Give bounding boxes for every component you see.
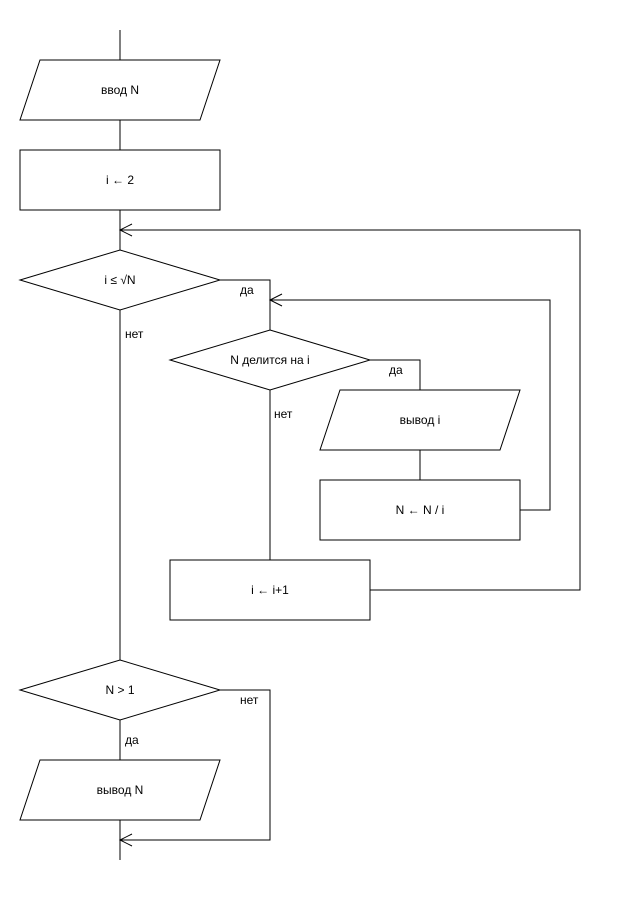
arrowhead-n-gt-1-no bbox=[118, 833, 133, 847]
divide-n-label: N ← N / i bbox=[396, 503, 445, 517]
arrowhead-increment-loop-back bbox=[118, 223, 133, 237]
connector-divide-loop-back bbox=[270, 299, 551, 511]
input-n-block bbox=[19, 59, 221, 121]
connector-loop-yes bbox=[220, 279, 271, 330]
n-gt-1-condition-block bbox=[18, 659, 222, 721]
loop-yes-label: да bbox=[240, 283, 254, 297]
output-i-label: вывод i bbox=[400, 413, 441, 427]
input-n-label: ввод N bbox=[101, 83, 139, 97]
output-n-block bbox=[19, 759, 221, 821]
divides-no-label: нет bbox=[274, 407, 293, 421]
n-gt-1-condition-label: N > 1 bbox=[105, 683, 134, 697]
connector-divides-yes bbox=[370, 359, 421, 390]
init-i-label: i ← 2 bbox=[106, 173, 134, 187]
increment-i-block bbox=[169, 559, 371, 621]
loop-condition-label: i ≤ √N bbox=[104, 273, 135, 287]
divides-yes-label: да bbox=[389, 363, 403, 377]
arrowhead-divide-loop-back bbox=[268, 293, 283, 307]
divides-condition-block bbox=[168, 329, 372, 391]
n-gt-1-yes-label: да bbox=[125, 733, 139, 747]
increment-i-label: i ← i+1 bbox=[251, 583, 289, 597]
loop-condition-block bbox=[18, 249, 222, 311]
init-i-block bbox=[19, 149, 221, 211]
loop-no-label: нет bbox=[125, 327, 144, 341]
output-i-block bbox=[319, 389, 521, 451]
n-gt-1-no-label: нет bbox=[240, 693, 259, 707]
divide-n-block bbox=[319, 479, 521, 541]
output-n-label: вывод N bbox=[97, 783, 144, 797]
connector-increment-loop-back bbox=[120, 229, 581, 591]
connector-n-gt-1-no bbox=[120, 689, 271, 841]
divides-condition-label: N делится на i bbox=[230, 353, 309, 367]
